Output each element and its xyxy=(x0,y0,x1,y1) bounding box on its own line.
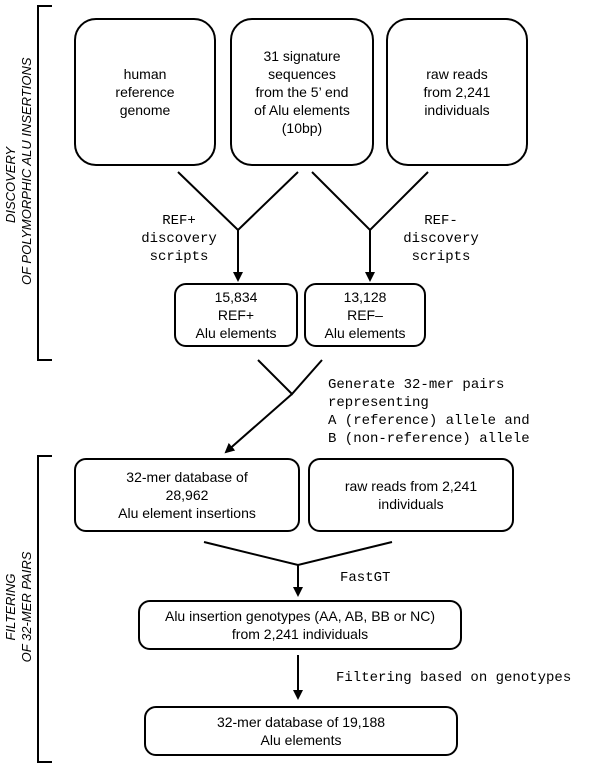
generate-pairs-label: Generate 32-mer pairs representing A (re… xyxy=(328,377,530,447)
raw-reads-top-text: raw reads from 2,241 individuals xyxy=(423,66,491,118)
db-32mer-box: 32-mer database of 28,962 Alu element in… xyxy=(74,458,300,532)
generate-merge xyxy=(257,359,323,396)
raw-reads-bottom-box: raw reads from 2,241 individuals xyxy=(308,458,514,532)
ref-plus-text: 15,834 REF+ Alu elements xyxy=(195,289,277,341)
filtering-label-line2: OF 32-MER PAIRS xyxy=(19,551,34,663)
filtering-based-on-genotypes-label: Filtering based on genotypes xyxy=(336,670,572,686)
db-32mer-text: 32-mer database of 28,962 Alu element in… xyxy=(118,469,256,521)
ref-plus-box: 15,834 REF+ Alu elements xyxy=(174,283,298,347)
human-reference-genome-box: human reference genome xyxy=(74,18,216,166)
generate-arrow xyxy=(224,393,293,454)
signature-sequences-box: 31 signature sequences from the 5’ end o… xyxy=(230,18,374,166)
final-database-box: 32-mer database of 19,188 Alu elements xyxy=(144,706,458,756)
fastgt-merge xyxy=(203,541,393,567)
final-database-text: 32-mer database of 19,188 Alu elements xyxy=(216,714,386,748)
signature-sequences-text: 31 signature sequences from the 5’ end o… xyxy=(254,48,350,136)
filtering-section-label: FILTERING OF 32-MER PAIRS xyxy=(3,537,37,677)
genotypes-text: Alu insertion genotypes (AA, AB, BB or N… xyxy=(164,608,435,642)
discovery-label-line1: DISCOVERY xyxy=(3,146,18,224)
genotypes-box: Alu insertion genotypes (AA, AB, BB or N… xyxy=(138,600,462,650)
discovery-bracket xyxy=(37,5,52,361)
ref-minus-box: 13,128 REF– Alu elements xyxy=(304,283,426,347)
ref-plus-scripts-label: REF+ discovery scripts xyxy=(141,213,217,265)
raw-reads-top-box: raw reads from 2,241 individuals xyxy=(386,18,528,166)
fastgt-label: FastGT xyxy=(340,570,391,586)
raw-reads-bottom-text: raw reads from 2,241 individuals xyxy=(344,478,478,512)
human-reference-genome-text: human reference genome xyxy=(115,66,175,118)
filtering-label-line1: FILTERING xyxy=(3,573,18,641)
ref-minus-text: 13,128 REF– Alu elements xyxy=(324,289,406,341)
ref-minus-scripts-label: REF- discovery scripts xyxy=(403,213,479,265)
discovery-label-line2: OF POLYMORPHIC ALU INSERTIONS xyxy=(19,57,34,285)
filtering-bracket xyxy=(37,455,52,763)
discovery-section-label: DISCOVERY OF POLYMORPHIC ALU INSERTIONS xyxy=(3,57,37,285)
